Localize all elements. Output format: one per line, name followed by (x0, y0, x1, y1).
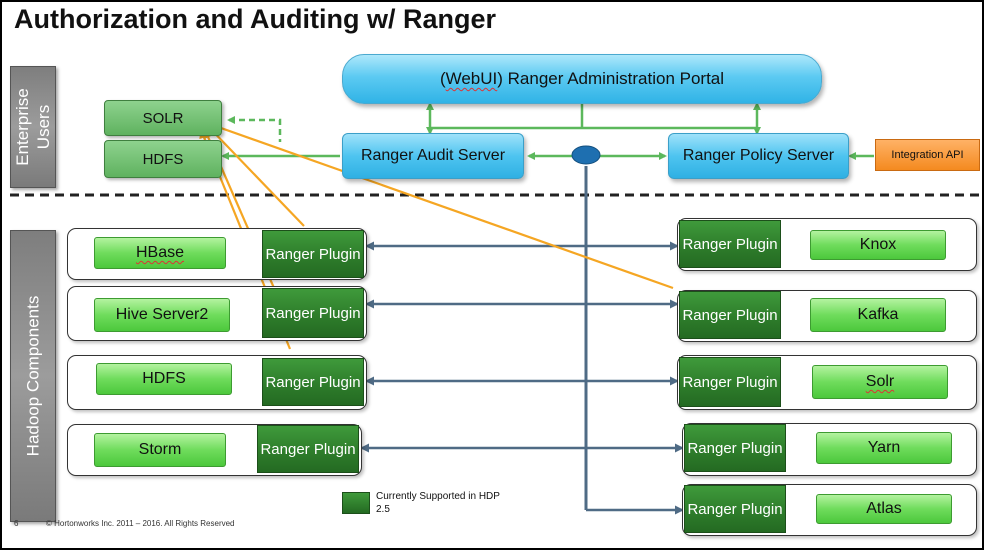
component-hdfs: HDFS (96, 363, 232, 395)
portal-webui: WebUI (445, 69, 498, 88)
component-hbase: HBase (94, 237, 226, 269)
component-knox: Knox (810, 230, 946, 260)
policy-server: Ranger Policy Server (668, 133, 849, 179)
audit-arrow (202, 119, 674, 290)
ranger-plugin-hbase: Ranger Plugin (262, 230, 364, 278)
ranger-plugin-yarn: Ranger Plugin (684, 424, 786, 472)
integration-api: Integration API (875, 139, 980, 171)
enterprise-users-text: Enterprise Users (13, 88, 53, 166)
ranger-plugin-solr: Ranger Plugin (679, 357, 781, 407)
ranger-plugin-knox: Ranger Plugin (679, 220, 781, 268)
hadoop-components-label: Hadoop Components (10, 230, 56, 522)
slide-title: Authorization and Auditing w/ Ranger (14, 4, 496, 34)
ranger-plugin-atlas: Ranger Plugin (684, 485, 786, 533)
audit-store-solr: SOLR (104, 100, 222, 136)
ranger-plugin-hive: Ranger Plugin (262, 288, 364, 338)
audit-arrow (202, 120, 305, 227)
ranger-plugin-storm: Ranger Plugin (257, 425, 359, 473)
component-hive-server2: Hive Server2 (94, 298, 230, 332)
component-solr: Solr (812, 365, 948, 399)
copyright: © Hortonworks Inc. 2011 – 2016. All Righ… (46, 519, 235, 528)
ranger-plugin-kafka: Ranger Plugin (679, 291, 781, 339)
page-number: 6 (14, 519, 19, 528)
admin-portal: (WebUI) Ranger Administration Portal (342, 54, 822, 104)
legend-swatch (342, 492, 370, 514)
component-kafka: Kafka (810, 298, 946, 332)
audit-store-hdfs: HDFS (104, 140, 222, 178)
portal-prefix: ( (439, 69, 446, 88)
policy-hub (571, 145, 601, 165)
audit-server: Ranger Audit Server (342, 133, 524, 179)
legend-text: Currently Supported in HDP 2.5 (376, 491, 500, 515)
component-atlas: Atlas (816, 494, 952, 524)
component-storm: Storm (94, 433, 226, 467)
enterprise-users-label: Enterprise Users (10, 66, 56, 188)
hadoop-components-text: Hadoop Components (23, 295, 43, 457)
component-yarn: Yarn (816, 432, 952, 464)
solr-hdfs-dashed-link (227, 116, 282, 142)
portal-suffix: ) Ranger Administration Portal (497, 69, 725, 88)
ranger-plugin-hdfs: Ranger Plugin (262, 358, 364, 406)
